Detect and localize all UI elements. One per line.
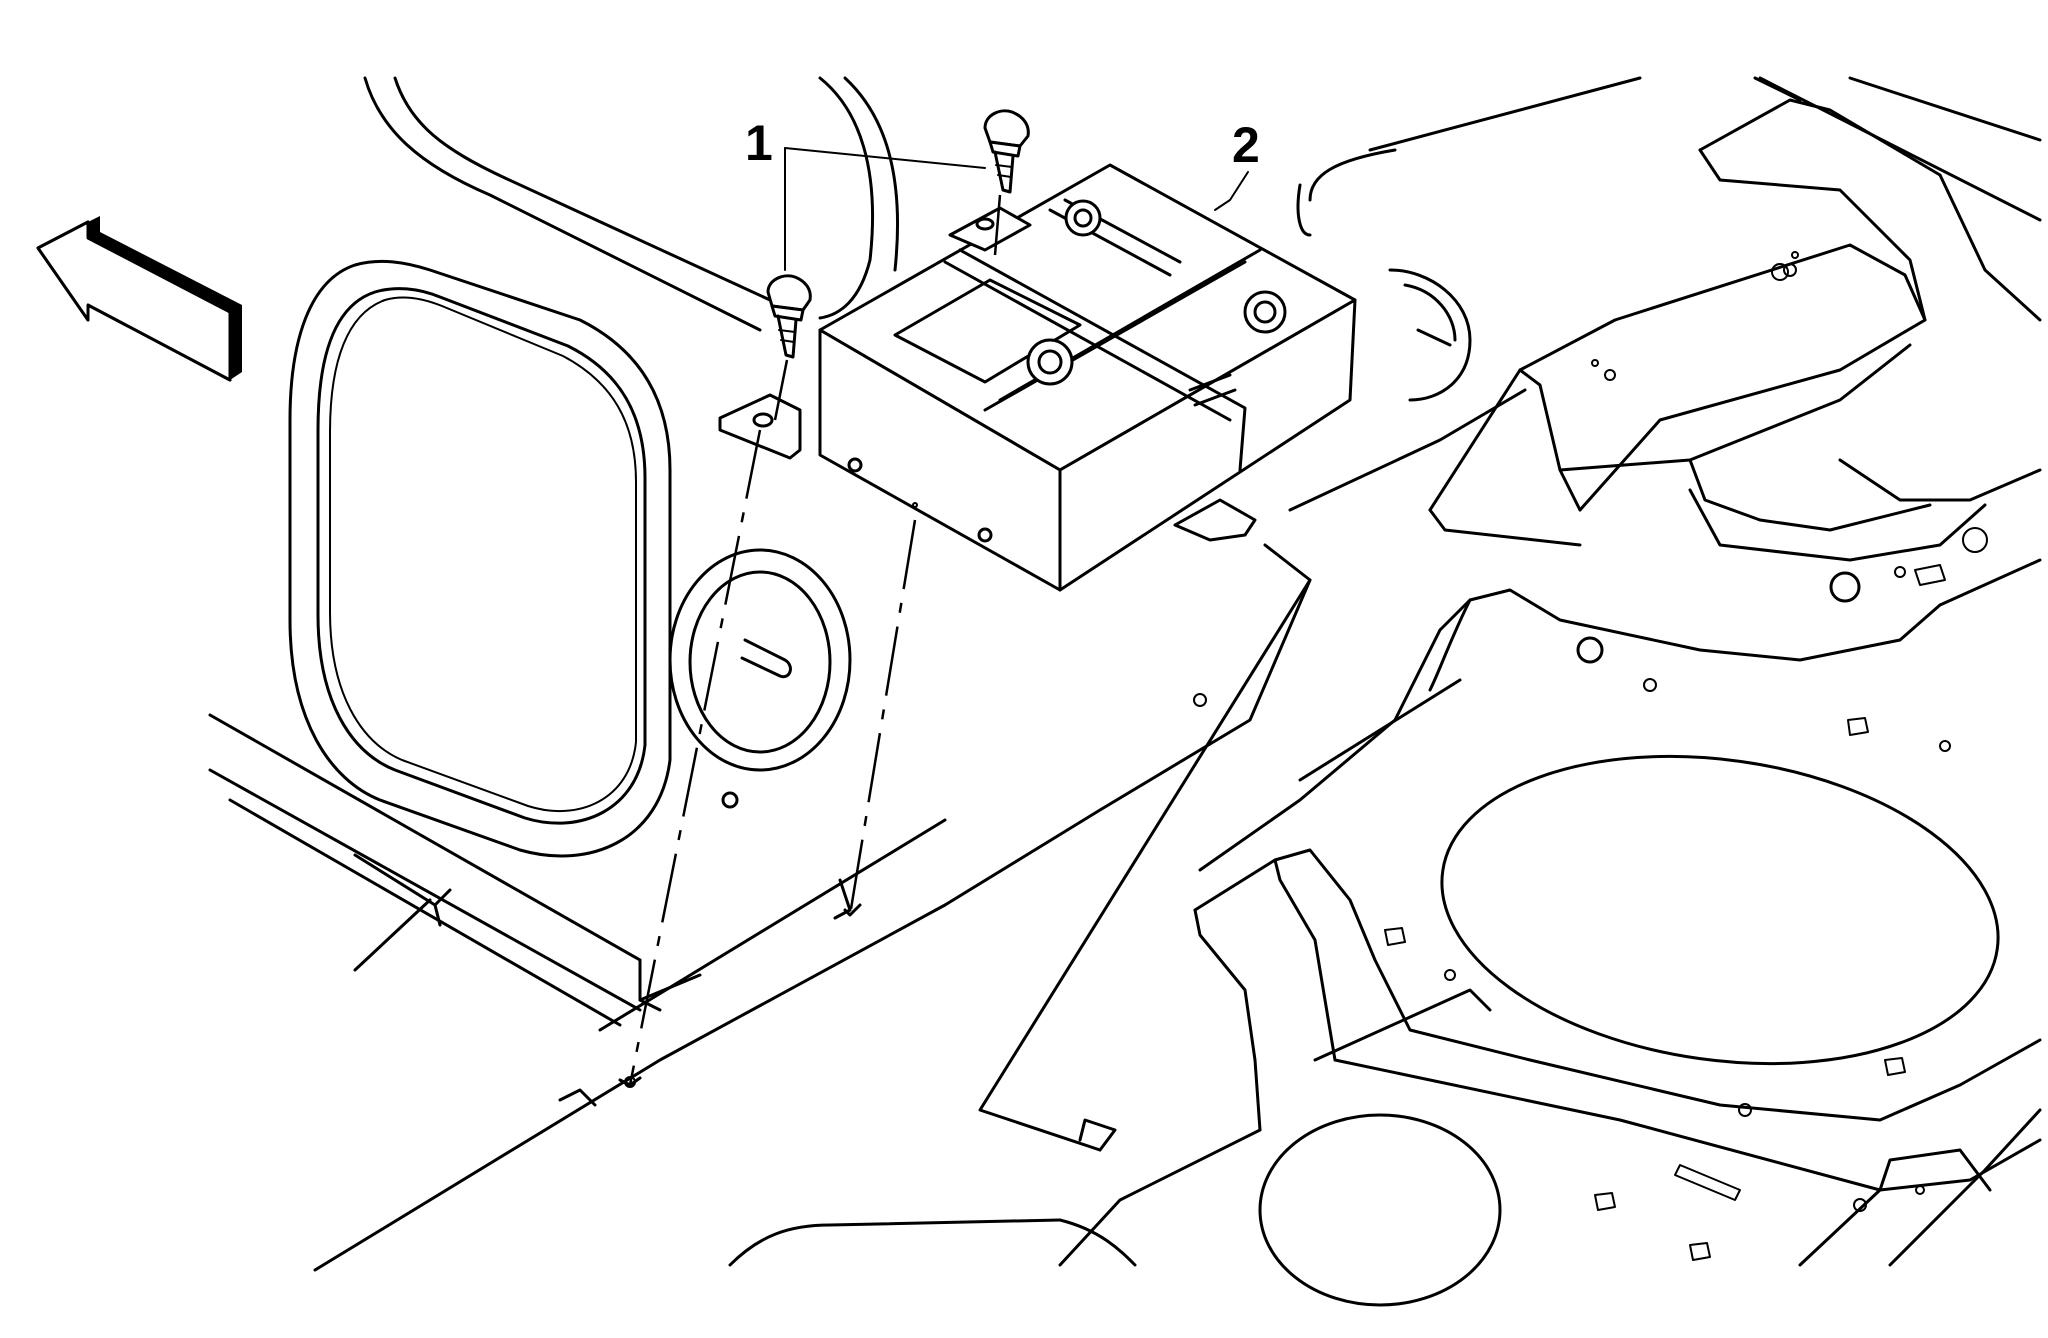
mounting-panel bbox=[943, 543, 1462, 1152]
electronic-module bbox=[718, 163, 1357, 592]
installation-guide-lines bbox=[618, 194, 1002, 1088]
nut-icon bbox=[1064, 199, 1102, 237]
nut-icon bbox=[1243, 290, 1287, 334]
rear-floor-pan bbox=[728, 76, 2042, 1307]
front-direction-arrow-icon bbox=[36, 216, 242, 382]
callout-1: 1 bbox=[745, 115, 773, 171]
callout-2: 2 bbox=[1232, 117, 1260, 173]
bolt-icon bbox=[983, 109, 1030, 194]
callout-leaders bbox=[784, 147, 1249, 271]
nut-icon bbox=[1026, 338, 1074, 386]
bolt-icon bbox=[766, 274, 812, 359]
left-body-panel bbox=[208, 76, 947, 1272]
